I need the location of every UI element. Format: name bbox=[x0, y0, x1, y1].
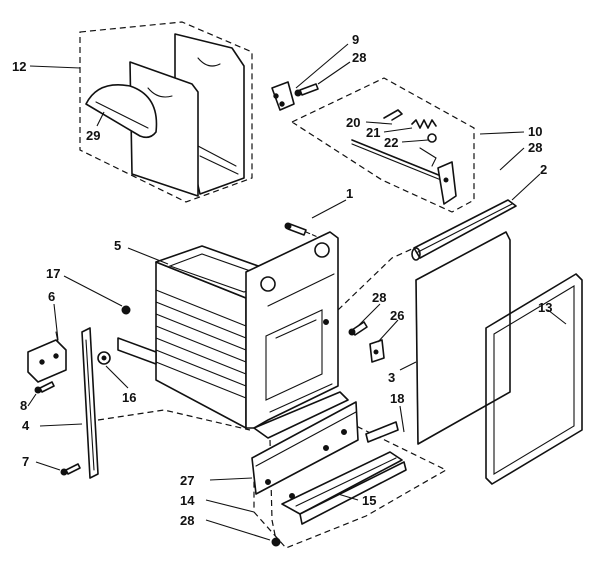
screw-28-top bbox=[299, 83, 319, 96]
part-7-screw bbox=[60, 463, 81, 476]
callout-2: 2 bbox=[540, 162, 547, 177]
callout-22: 22 bbox=[384, 135, 398, 150]
leader-lines bbox=[27, 43, 567, 541]
callout-27: 27 bbox=[180, 473, 194, 488]
callout-9: 9 bbox=[352, 32, 359, 47]
callout-6: 6 bbox=[48, 289, 55, 304]
callout-10: 10 bbox=[528, 124, 542, 139]
part-10-rod-assembly bbox=[290, 77, 475, 213]
callout-12: 12 bbox=[12, 59, 26, 74]
part-12-liner-group bbox=[79, 21, 253, 203]
callout-13: 13 bbox=[538, 300, 552, 315]
part-14-kickplate-assembly bbox=[251, 401, 448, 549]
callout-20: 20 bbox=[346, 115, 360, 130]
callout-14: 14 bbox=[180, 493, 195, 508]
callout-21: 21 bbox=[366, 125, 380, 140]
part-17-plug bbox=[121, 305, 131, 315]
assembly-guide-lines bbox=[97, 247, 415, 541]
part-13-gasket bbox=[485, 273, 583, 485]
part-2-top-rail bbox=[411, 199, 517, 261]
part-29-flap bbox=[85, 84, 158, 139]
part-4-hinge-strip bbox=[81, 327, 99, 479]
callout-4: 4 bbox=[22, 418, 30, 433]
callout-7: 7 bbox=[22, 454, 29, 469]
callout-16: 16 bbox=[122, 390, 136, 405]
callout-28-right: 28 bbox=[528, 140, 542, 155]
callout-1: 1 bbox=[346, 186, 353, 201]
part-8-screw bbox=[34, 381, 55, 394]
callout-18: 18 bbox=[390, 391, 404, 406]
part-9-bracket bbox=[271, 81, 319, 111]
callout-15: 15 bbox=[362, 493, 376, 508]
part-3-door-panel bbox=[415, 231, 511, 445]
part-5-cabinet bbox=[117, 231, 349, 439]
callout-28-bottom: 28 bbox=[180, 513, 194, 528]
part-1-screw bbox=[284, 222, 321, 239]
callout-3: 3 bbox=[388, 370, 395, 385]
part-6-hinge bbox=[27, 331, 67, 383]
callout-8: 8 bbox=[20, 398, 27, 413]
screw-28-bottom bbox=[271, 537, 281, 547]
part-26-clip bbox=[369, 339, 385, 363]
callout-28-top: 28 bbox=[352, 50, 366, 65]
screw-28-mid bbox=[348, 321, 368, 336]
callout-28-mid: 28 bbox=[372, 290, 386, 305]
callout-labels: 12 29 9 28 10 28 20 21 22 1 2 5 17 6 28 … bbox=[12, 32, 552, 528]
callout-26: 26 bbox=[390, 308, 404, 323]
callout-5: 5 bbox=[114, 238, 121, 253]
part-16-knob bbox=[97, 351, 111, 365]
callout-17: 17 bbox=[46, 266, 60, 281]
callout-29: 29 bbox=[86, 128, 100, 143]
